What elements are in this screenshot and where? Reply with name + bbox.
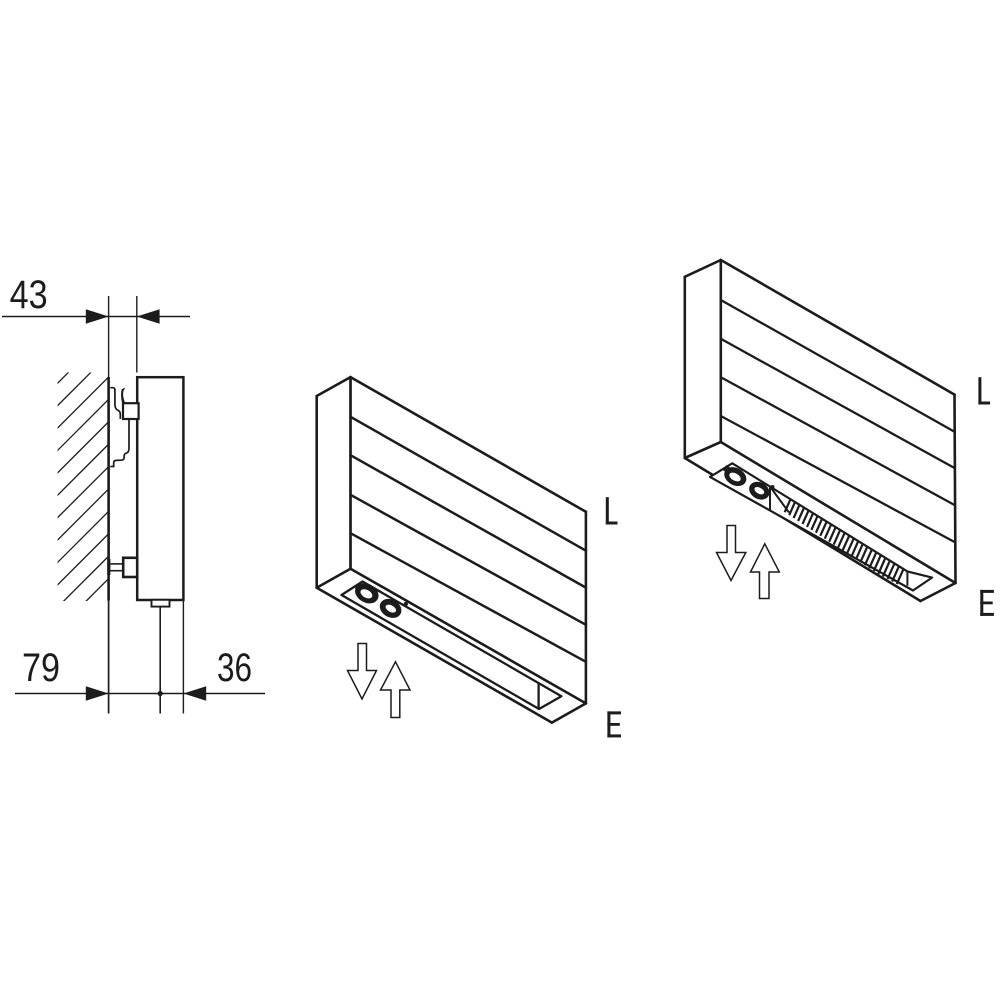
svg-text:79: 79 — [22, 646, 60, 690]
svg-text:43: 43 — [10, 273, 48, 317]
svg-text:36: 36 — [217, 646, 252, 690]
